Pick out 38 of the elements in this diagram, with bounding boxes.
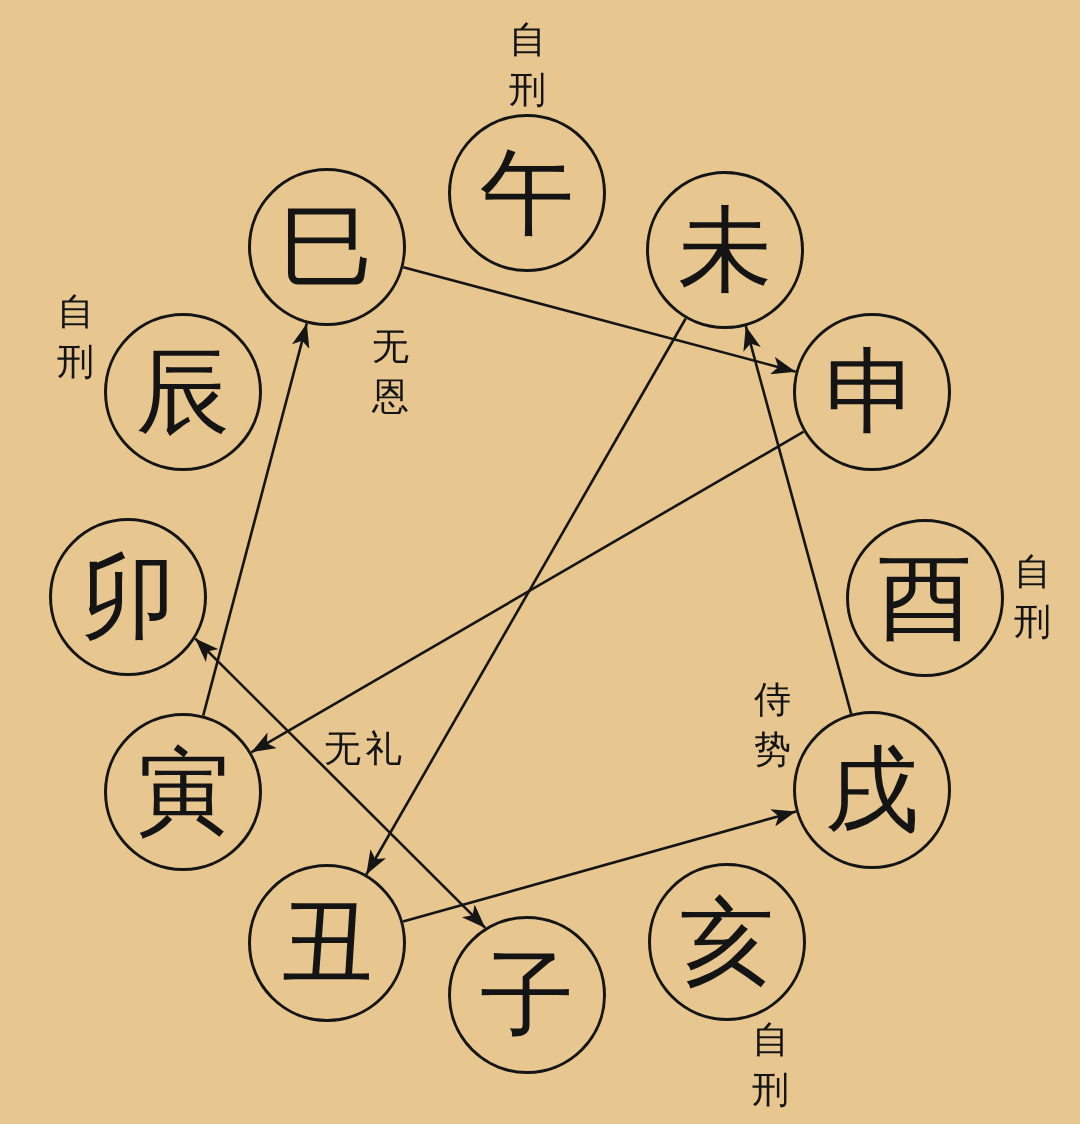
arrow bbox=[402, 266, 797, 375]
branch-character: 卯 bbox=[81, 550, 175, 644]
branch-character: 戌 bbox=[825, 743, 919, 837]
branch-character: 寅 bbox=[136, 745, 230, 839]
side-note: 自刑 bbox=[56, 289, 94, 385]
branch-character: 申 bbox=[825, 345, 919, 439]
side-note: 无礼 bbox=[324, 729, 406, 767]
branch-character: 丑 bbox=[280, 896, 374, 990]
branch-character: 辰 bbox=[136, 345, 230, 439]
arrow bbox=[402, 809, 797, 923]
character-circle bbox=[793, 711, 951, 869]
branch-character: 酉 bbox=[878, 551, 972, 645]
side-note: 无恩 bbox=[371, 324, 409, 420]
character-circle bbox=[793, 313, 951, 471]
character-circle bbox=[104, 313, 262, 471]
character-circle bbox=[248, 168, 406, 326]
side-note: 自刑 bbox=[508, 17, 546, 113]
character-circle bbox=[104, 713, 262, 871]
arrow bbox=[201, 323, 310, 716]
character-circle bbox=[248, 864, 406, 1022]
arrow bbox=[365, 317, 687, 876]
character-circle bbox=[648, 863, 806, 1021]
character-circle bbox=[846, 519, 1004, 677]
character-circle bbox=[448, 916, 606, 1074]
branch-character: 巳 bbox=[280, 200, 374, 294]
branch-character: 午 bbox=[480, 146, 574, 240]
character-circle bbox=[646, 171, 804, 329]
branch-character: 未 bbox=[678, 203, 772, 297]
arrow bbox=[250, 430, 805, 754]
side-note: 侍势 bbox=[753, 677, 791, 773]
side-note: 自刑 bbox=[1013, 549, 1051, 645]
branch-character: 亥 bbox=[680, 895, 774, 989]
branch-character: 子 bbox=[480, 948, 574, 1042]
character-circle bbox=[448, 114, 606, 272]
side-note: 自刑 bbox=[751, 1017, 789, 1113]
arrow bbox=[194, 637, 487, 929]
arrow bbox=[743, 325, 853, 715]
character-circle bbox=[49, 518, 207, 676]
